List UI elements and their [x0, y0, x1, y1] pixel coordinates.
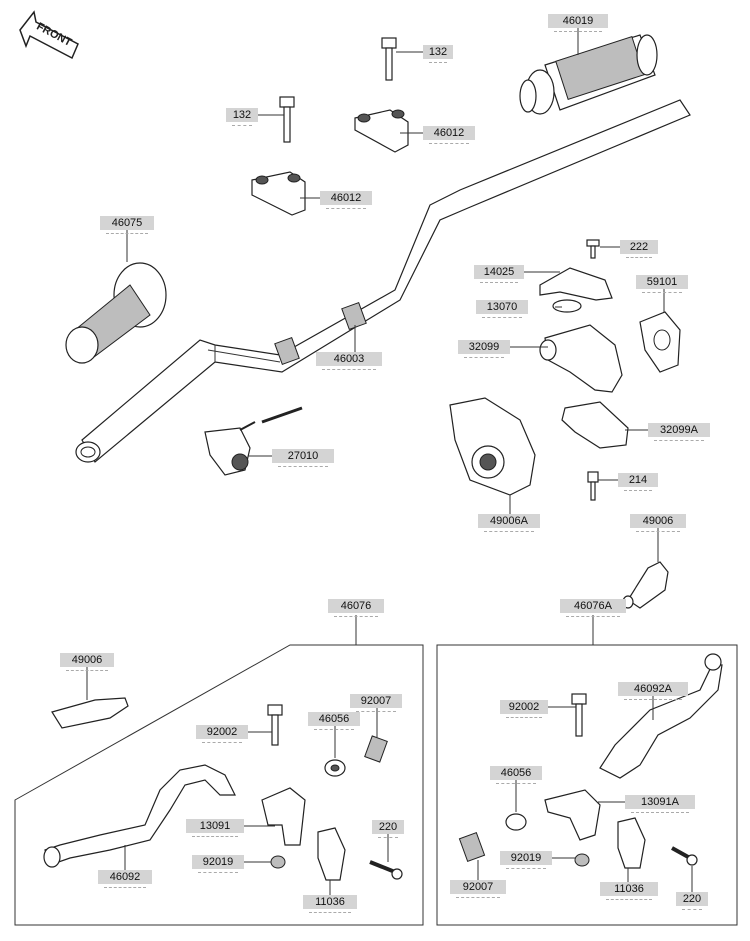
label-46092: 46092 — [98, 870, 152, 888]
label-92002-left: 92002 — [196, 725, 248, 743]
label-46003: 46003 — [316, 352, 382, 370]
bolt-92002-left — [267, 704, 283, 746]
label-222: 222 — [620, 240, 658, 258]
ring-13070 — [552, 299, 582, 313]
clamp-11036-right — [617, 817, 646, 869]
label-49006A: 49006A — [478, 514, 540, 532]
bolt-92002-right — [571, 693, 587, 737]
label-11036-left: 11036 — [303, 895, 357, 913]
label-46019: 46019 — [548, 14, 608, 32]
cover-49006A — [449, 397, 536, 496]
screw-222 — [586, 239, 600, 259]
label-13091A: 13091A — [625, 795, 695, 813]
label-11036-right: 11036 — [600, 882, 658, 900]
label-32099A: 32099A — [648, 423, 710, 441]
front-arrow-icon — [19, 10, 79, 60]
label-46012-lower: 46012 — [320, 191, 372, 209]
label-46056-left: 46056 — [308, 712, 360, 730]
clamp-46012-lower — [251, 171, 306, 216]
label-46092A: 46092A — [618, 682, 688, 700]
label-13070: 13070 — [476, 300, 528, 318]
label-92019-right: 92019 — [500, 851, 552, 869]
bracket-14025 — [539, 267, 613, 301]
right-grip-46019 — [519, 34, 658, 115]
label-92002-right: 92002 — [500, 700, 548, 718]
collar-46056-left — [324, 759, 346, 777]
label-214: 214 — [618, 473, 658, 491]
adjuster-92007-right — [458, 832, 486, 862]
label-92007-right: 92007 — [450, 880, 506, 898]
label-46075: 46075 — [100, 216, 154, 234]
screw-220-left — [369, 860, 403, 880]
label-49006-right: 49006 — [630, 514, 686, 532]
clamp-46012-upper — [354, 109, 409, 153]
label-132-lower: 132 — [226, 108, 258, 126]
adjuster-92007-left — [364, 735, 388, 763]
label-220-left: 220 — [372, 820, 404, 838]
screw-214 — [587, 471, 599, 501]
label-220-right: 220 — [676, 892, 708, 910]
leader-lines — [86, 28, 693, 895]
holder-59101 — [639, 311, 681, 373]
screw-220-right — [671, 846, 698, 866]
label-14025: 14025 — [474, 265, 524, 283]
assembly-46076-box — [14, 615, 424, 926]
housing-32099 — [539, 324, 623, 393]
bolt-132-upper — [381, 37, 397, 81]
lever-46092 — [43, 764, 236, 868]
label-92007-left: 92007 — [350, 694, 402, 712]
boot-49006-right — [622, 561, 669, 609]
handlebar — [75, 99, 691, 463]
label-27010: 27010 — [272, 449, 334, 467]
label-92019-left: 92019 — [192, 855, 244, 873]
label-132-upper: 132 — [423, 45, 453, 63]
label-46056-right: 46056 — [490, 766, 542, 784]
lever-46092A — [599, 653, 723, 779]
label-46012-upper: 46012 — [423, 126, 475, 144]
label-46076: 46076 — [328, 599, 384, 617]
boot-49006-left — [51, 697, 129, 729]
label-59101: 59101 — [636, 275, 688, 293]
nut-92019-right — [574, 853, 590, 867]
label-46076A: 46076A — [560, 599, 626, 617]
nut-92019-left — [270, 855, 286, 869]
switch-27010 — [204, 406, 303, 476]
label-13091: 13091 — [186, 819, 244, 837]
housing-32099A — [561, 401, 629, 449]
collar-46056-right — [505, 813, 527, 831]
label-49006-left: 49006 — [60, 653, 114, 671]
left-grip-46075 — [65, 262, 167, 364]
label-32099: 32099 — [458, 340, 510, 358]
bolt-132-lower — [279, 96, 295, 143]
clamp-11036-left — [317, 827, 346, 881]
assembly-46076A-box — [436, 615, 738, 926]
holder-13091A — [544, 789, 601, 841]
holder-13091 — [261, 787, 306, 846]
